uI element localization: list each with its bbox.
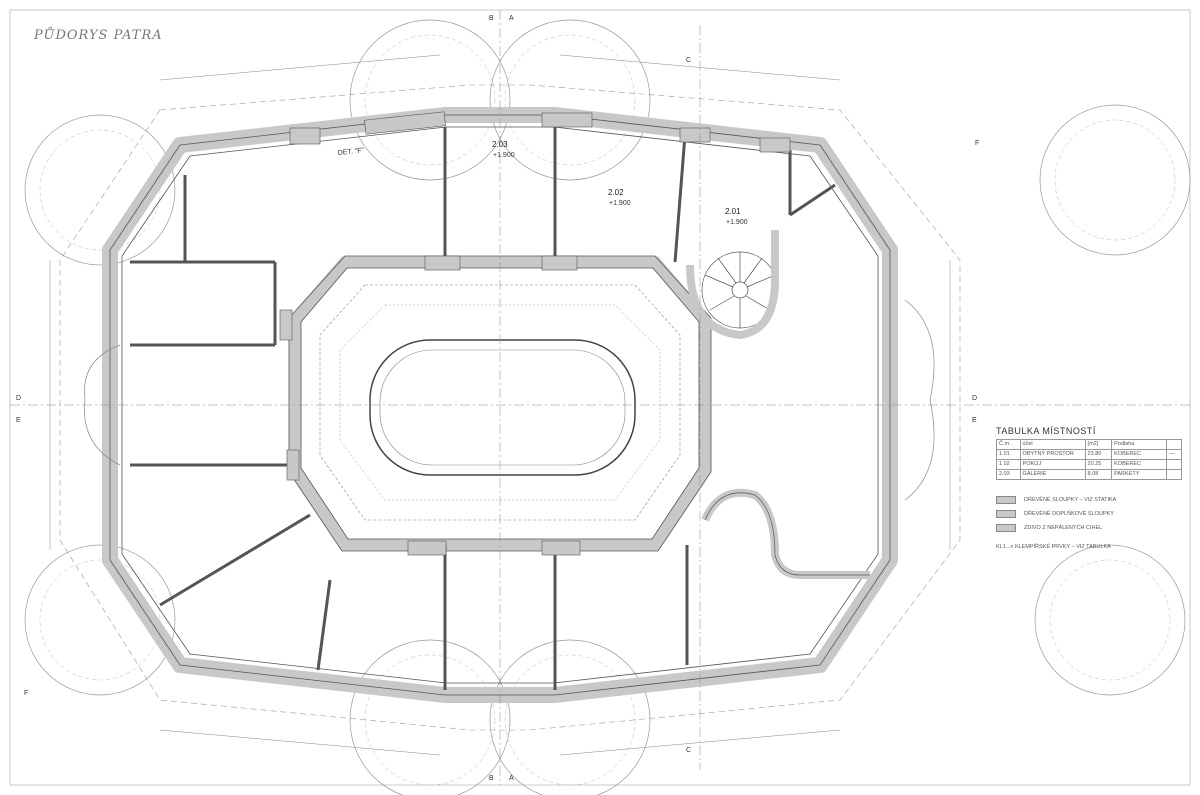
table-cell	[1166, 469, 1182, 480]
table-cell: OBYTNÝ PROSTOR	[1019, 449, 1086, 460]
legend-label: ZDIVO Z NEPÁLENÝCH CIHEL	[1024, 525, 1103, 531]
drawing-frame	[9, 9, 1191, 786]
room-number-2-01: 2.01	[725, 207, 741, 216]
section-mark-b-top: B	[489, 15, 494, 22]
table-row: 1.02 POKOJ 20.25 KOBEREC	[996, 459, 1182, 470]
section-mark-f-top: F	[975, 140, 979, 147]
spiral-stair	[701, 251, 779, 329]
legend-item: DŘEVĚNÉ DOPLŇKOVÉ SLOUPKY	[996, 510, 1182, 518]
table-header-cell: [m2]	[1084, 439, 1113, 450]
table-cell: KOBEREC	[1111, 449, 1168, 460]
detail-label: DET. "F"	[337, 147, 364, 157]
legend-label: DŘEVĚNÉ SLOUPKY – VIZ STATIKA	[1024, 497, 1117, 503]
table-cell: GALERIE	[1019, 469, 1086, 480]
section-mark-e-right: E	[972, 417, 977, 424]
stair-wall	[686, 230, 779, 340]
table-cell: 1.02	[996, 459, 1021, 470]
table-cell: 20.25	[1084, 459, 1113, 470]
section-mark-a-bottom: A	[509, 775, 514, 782]
outer-circles-inner	[39, 34, 1176, 786]
wall-pieces	[279, 111, 791, 556]
section-mark-d-right: D	[972, 395, 977, 402]
room-number-2-03: 2.03	[492, 140, 508, 149]
atrium-opening	[369, 339, 636, 476]
section-mark-a-top: A	[509, 15, 514, 22]
table-cell: 2.03	[996, 469, 1021, 480]
table-header-cell: Podlaha	[1111, 439, 1168, 450]
section-mark-f-bottom: F	[24, 690, 28, 697]
table-row: 1.01 OBYTNÝ PROSTOR 23.80 KOBEREC —	[996, 449, 1182, 460]
table-cell: PARKETY	[1111, 469, 1168, 480]
room-level-2-03: +1.900	[493, 152, 515, 159]
table-header-cell: Č.m.	[996, 439, 1021, 450]
section-mark-d-left: D	[16, 395, 21, 402]
table-cell: —	[1166, 449, 1182, 460]
legend-item: DŘEVĚNÉ SLOUPKY – VIZ STATIKA	[996, 496, 1182, 504]
section-mark-e-left: E	[16, 417, 21, 424]
table-header-cell	[1166, 439, 1182, 450]
legend-item: ZDIVO Z NEPÁLENÝCH CIHEL	[996, 524, 1182, 532]
legend-swatch	[996, 496, 1016, 504]
table-row: 2.03 GALERIE 8.08 PARKETY	[996, 469, 1182, 480]
table-cell: 1.01	[996, 449, 1021, 460]
legend-note: KL1...n KLEMPÍŘSKÉ PRVKY – VIZ TABULKA	[996, 544, 1111, 550]
legend-label: DŘEVĚNÉ DOPLŇKOVÉ SLOUPKY	[1024, 511, 1114, 517]
room-level-2-01: +1.900	[726, 219, 748, 226]
roof-outline	[59, 84, 961, 731]
room-labels: 2.03 +1.900 2.02 +1.900 2.01 +1.900	[492, 140, 748, 226]
legend-swatch	[996, 524, 1016, 532]
section-mark-c-bottom: C	[686, 747, 691, 754]
room-number-2-02: 2.02	[608, 188, 624, 197]
table-cell	[1166, 459, 1182, 470]
room-table-legend: TABULKA MÍSTNOSTÍ Č.m. účel [m2] Podlaha…	[992, 426, 1182, 550]
room-table: Č.m. účel [m2] Podlaha 1.01 OBYTNÝ PROST…	[996, 439, 1182, 480]
section-marks: B A B A C C D E D E F F	[16, 15, 979, 782]
atrium-wall	[289, 256, 711, 551]
plan-title: PŮDORYS PATRA	[34, 28, 163, 43]
outer-circles	[24, 19, 1191, 795]
dimension-lines	[10, 10, 1190, 785]
section-mark-b-bottom: B	[489, 775, 494, 782]
interior-walls	[130, 127, 836, 690]
room-level-2-02: +1.900	[609, 200, 631, 207]
table-cell: 23.80	[1084, 449, 1113, 460]
legend-swatch	[996, 510, 1016, 518]
room-table-title: TABULKA MÍSTNOSTÍ	[996, 426, 1096, 436]
table-cell: POKOJ	[1019, 459, 1086, 470]
left-bay	[84, 344, 121, 466]
table-header-cell: účel	[1019, 439, 1086, 450]
table-cell: 8.08	[1084, 469, 1113, 480]
section-mark-c-top: C	[686, 57, 691, 64]
table-header-row: Č.m. účel [m2] Podlaha	[996, 439, 1182, 450]
table-cell: KOBEREC	[1111, 459, 1168, 470]
curved-wall	[701, 488, 870, 579]
